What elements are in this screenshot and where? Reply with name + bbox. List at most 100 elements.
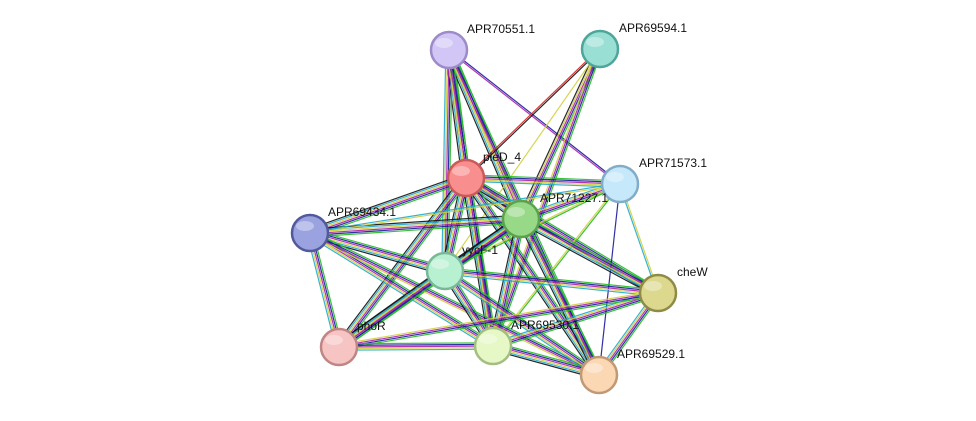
edge-line [338, 343, 493, 346]
edge-line [491, 48, 600, 346]
edge-phor-apr69530-1 [338, 342, 494, 351]
node-label: APR71227.1 [540, 191, 608, 205]
edge-line [444, 51, 518, 221]
edge-line [519, 220, 658, 296]
edge-line [309, 217, 521, 233]
node-apr69434-1[interactable]: APR69434.1 [290, 205, 396, 253]
node-highlight [452, 166, 470, 176]
edge-line [341, 180, 470, 350]
edge-line [446, 50, 452, 272]
edge-line [465, 47, 600, 178]
edge-line [494, 49, 603, 348]
node-phor[interactable]: phoR [319, 319, 386, 367]
node-circle[interactable] [501, 199, 541, 239]
node-label: pleD_4 [483, 150, 521, 164]
edge-line [441, 49, 447, 271]
edge-line [492, 292, 659, 347]
node-circle[interactable] [580, 29, 620, 69]
node-layer: APR70551.1 APR69594.1 pleD_4 APR71573.1APR7… [290, 21, 708, 395]
edge-yycf-1-phor [336, 267, 448, 351]
edge-line [469, 177, 498, 346]
node-circle[interactable] [579, 355, 619, 395]
node-label: APR69434.1 [328, 205, 396, 219]
edge-line [522, 214, 661, 291]
edge-pled-4-apr71573-1 [465, 174, 621, 188]
edge-line [442, 49, 448, 271]
edge-line [445, 268, 659, 293]
edge-line [519, 48, 600, 219]
edge-pled-4-apr69434-1 [308, 173, 468, 238]
edge-line [310, 184, 621, 235]
edge-line [522, 217, 602, 375]
edge-apr71573-1-chew [618, 183, 660, 294]
node-label: phoR [357, 319, 386, 333]
edge-line [521, 218, 601, 375]
edge-line [309, 175, 466, 232]
edge-line [336, 267, 444, 345]
edge-line [445, 269, 601, 375]
edge-line [338, 345, 494, 348]
edge-line [493, 293, 659, 349]
edge-line [337, 268, 444, 346]
edge-line [337, 177, 466, 347]
node-apr70551-1[interactable]: APR70551.1 [429, 22, 535, 70]
node-circle[interactable] [473, 326, 513, 366]
edge-line [465, 177, 621, 185]
node-label: cheW [677, 265, 708, 279]
node-circle[interactable] [600, 164, 640, 204]
edge-line [339, 271, 446, 349]
edge-chew-phor [338, 290, 659, 350]
edge-line [339, 348, 494, 351]
node-pled-4[interactable]: pleD_4 [446, 150, 521, 198]
edge-line [308, 234, 599, 378]
node-highlight [479, 334, 497, 344]
node-highlight [296, 221, 314, 231]
edge-line [446, 267, 602, 373]
node-circle[interactable] [319, 327, 359, 367]
edge-line [444, 50, 463, 179]
edge-line [465, 180, 620, 188]
node-circle[interactable] [429, 30, 469, 70]
node-circle[interactable] [290, 213, 330, 253]
edge-line [491, 218, 521, 346]
node-apr69529-1[interactable]: APR69529.1 [579, 347, 685, 395]
edge-line [443, 271, 599, 377]
edge-apr69434-1-phor [306, 232, 343, 348]
edge-line [340, 272, 447, 350]
edge-line [517, 47, 598, 218]
node-highlight [586, 37, 604, 47]
edge-line [312, 232, 343, 347]
edge-line [521, 217, 659, 293]
edge-line [598, 183, 621, 376]
edge-line [310, 232, 342, 347]
edge-line [519, 219, 599, 376]
edge-line [310, 222, 522, 238]
edge-line [309, 233, 599, 377]
node-circle[interactable] [425, 251, 465, 291]
edge-line [442, 273, 598, 379]
node-apr69530-1[interactable]: APR69530.1 [473, 318, 579, 366]
edge-line [467, 177, 496, 346]
node-label: APR70551.1 [467, 22, 535, 36]
edge-line [338, 290, 658, 346]
edge-line [340, 273, 448, 351]
edge-line [338, 291, 658, 347]
node-circle[interactable] [446, 158, 486, 198]
node-highlight [606, 172, 624, 182]
node-highlight [585, 363, 603, 373]
edge-apr71227-1-chew [518, 214, 661, 298]
edge-line [618, 184, 658, 294]
edge-line [620, 183, 660, 293]
node-chew[interactable]: cheW [638, 265, 708, 313]
node-apr69594-1[interactable]: APR69594.1 [580, 21, 687, 69]
node-apr71227-1[interactable]: APR71227.1 [501, 191, 608, 239]
edge-line [444, 271, 658, 296]
node-yycf-1[interactable]: yycF-1 [425, 243, 498, 291]
edge-apr69434-1-apr69529-1 [308, 230, 601, 378]
node-circle[interactable] [638, 273, 678, 313]
edge-yycf-1-apr69529-1 [442, 267, 602, 379]
node-apr71573-1[interactable]: APR71573.1 [600, 156, 707, 204]
edge-layer [306, 47, 662, 380]
edge-line [307, 233, 339, 348]
